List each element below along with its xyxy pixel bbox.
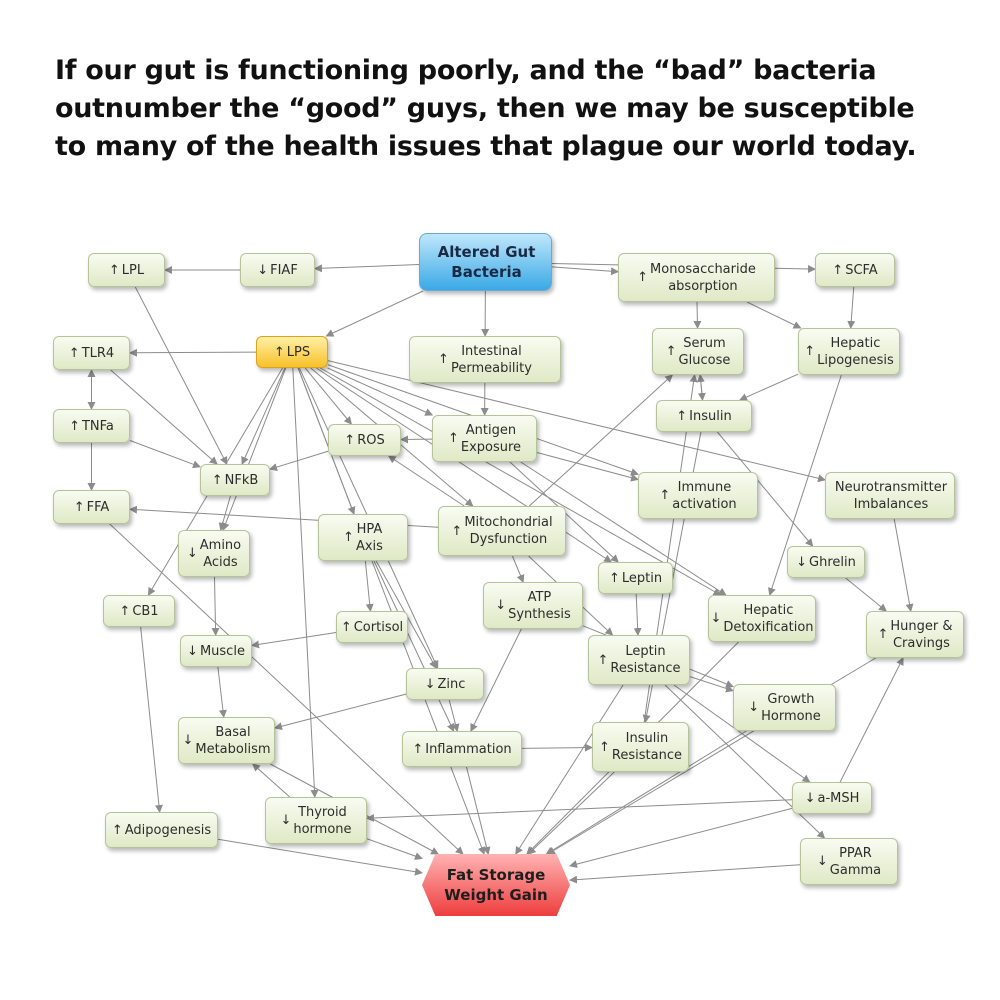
edge-ghrelin-to-hunger	[845, 577, 887, 612]
edge-amsh-to-hunger	[839, 657, 904, 783]
atp-synthesis-node: ↓ATP Synthesis	[483, 582, 583, 629]
lps-node: ↑LPS	[256, 336, 328, 368]
amino-acids-node: ↓Amino Acids	[178, 530, 250, 577]
edge-zinc-to-basal	[274, 693, 407, 731]
edge-lps-to-tlr4	[129, 348, 257, 357]
edge-amsh-to-thyroid	[366, 799, 793, 822]
edge-growth-to-fat	[545, 730, 747, 855]
hepatic-lipogenesis-node: ↑Hepatic Lipogenesis	[798, 328, 900, 375]
edge-scfa-to-hepatic_lipo	[847, 286, 856, 329]
tnfa-node: ↑TNFa	[53, 409, 130, 443]
edge-zinc-to-inflammation	[448, 699, 460, 732]
edge-monosaccharide-to-hepatic_lipo	[746, 301, 802, 329]
intestinal-permeability-node: ↑Intestinal Permeability	[409, 336, 561, 383]
hepatic-detoxification-node: ↓Hepatic Detoxification	[708, 595, 816, 642]
serum-glucose-node: ↑Serum Glucose	[652, 328, 744, 375]
edge-cb1-to-adipogenesis	[140, 626, 163, 813]
edge-antigen-to-immune	[536, 452, 639, 482]
leptin-node: ↑Leptin	[598, 562, 673, 594]
edge-thyroid-to-basal	[252, 763, 291, 798]
fiaf-node: ↓FIAF	[240, 253, 315, 287]
edge-lps-to-thyroid	[292, 367, 319, 798]
basal-metabolism-node: ↓Basal Metabolism	[178, 717, 275, 764]
edge-thyroid-to-fat	[366, 838, 423, 860]
ghrelin-node: ↓Ghrelin	[787, 546, 865, 578]
edge-hepatic_lipo-to-hepatic_detox	[768, 374, 842, 596]
mitochondrial-dysfunction-node: ↑Mitochondrial Dysfunction	[438, 506, 566, 556]
edge-lps-to-antigen	[327, 367, 434, 416]
fat-storage-weight-gain-node: Fat Storage Weight Gain	[422, 854, 570, 916]
edge-insulin-to-ghrelin	[716, 431, 814, 547]
edge-tnfa-to-nfkb	[129, 440, 201, 469]
edge-cortisol-to-muscle	[251, 632, 337, 649]
muscle-node: ↓Muscle	[180, 635, 252, 667]
immune-activation-node: ↑Immune activation	[638, 472, 758, 519]
a-msh-node: ↓a-MSH	[792, 782, 872, 814]
edge-mito-to-serum_glucose	[528, 374, 674, 507]
ppar-gamma-node: ↓PPAR Gamma	[800, 838, 898, 885]
edge-lps-to-hepatic_detox	[319, 367, 722, 596]
edge-leptin_res-to-fat	[515, 684, 624, 855]
leptin-resistance-node: ↑Leptin Resistance	[588, 635, 690, 685]
ros-node: ↑ROS	[328, 424, 401, 456]
edge-atp-to-inflammation	[470, 628, 522, 732]
edge-tlr4-to-nfkb	[110, 369, 218, 465]
nfkb-node: ↑NFkB	[200, 464, 270, 496]
edge-mito-to-ros	[387, 455, 465, 507]
edge-lps-to-amino	[221, 367, 287, 531]
antigen-exposure-node: ↑Antigen Exposure	[432, 415, 537, 462]
edge-altered_gut-to-monosaccharide	[551, 266, 619, 276]
adipogenesis-node: ↑Adipogenesis	[105, 812, 218, 848]
zinc-node: ↓Zinc	[406, 668, 484, 700]
edge-lpl-to-nfkb	[134, 286, 228, 465]
edge-ppar-to-fat	[569, 864, 801, 884]
edge-inflammation-to-insulin_res	[521, 743, 593, 752]
edge-lps-to-nfkb	[241, 367, 286, 465]
insulin-node: ↑Insulin	[656, 400, 752, 432]
edge-inflammation-to-fat	[466, 766, 491, 855]
thyroid-hormone-node: ↓Thyroid hormone	[265, 797, 367, 844]
edge-leptin_res-to-growth	[689, 676, 734, 693]
edge-altered_gut-to-fiaf	[314, 264, 420, 273]
edge-neuro-to-hunger	[893, 518, 914, 612]
edge-amsh-to-fat	[569, 807, 793, 868]
hunger-cravings-node: ↑Hunger & Cravings	[866, 611, 964, 658]
cortisol-node: ↑Cortisol	[336, 611, 408, 643]
edge-lps-to-ros	[304, 367, 352, 425]
lpl-node: ↑LPL	[88, 253, 165, 287]
edge-ros-to-nfkb	[269, 450, 329, 471]
neurotransmitter-imbalances-node: Neurotransmitter Imbalances	[825, 472, 955, 519]
tlr4-node: ↑TLR4	[53, 336, 130, 370]
edge-adipogenesis-to-fat	[217, 838, 423, 876]
edge-hepatic_lipo-to-insulin	[739, 373, 799, 401]
edge-insulin-to-serum_glucose	[696, 374, 705, 401]
caption-text: If our gut is functioning poorly, and th…	[55, 55, 917, 162]
edge-insulin_res-to-fat	[527, 771, 615, 855]
edge-altered_gut-to-lps	[325, 290, 424, 337]
edge-antigen-to-hepatic_detox	[520, 461, 727, 596]
edge-amino-to-muscle	[211, 576, 220, 636]
monosaccharide-absorption-node: ↑Monosaccharide absorption	[618, 253, 775, 302]
altered-gut-bacteria-node: Altered Gut Bacteria	[419, 233, 552, 291]
edge-hpa-to-inflammation	[373, 560, 455, 732]
edge-monosaccharide-to-serum_glucose	[693, 301, 702, 329]
inflammation-node: ↑Inflammation	[402, 731, 522, 767]
edge-muscle-to-basal	[217, 666, 227, 718]
hpa-axis-node: ↑HPA Axis	[318, 514, 408, 561]
edge-nfkb-to-amino	[218, 495, 231, 531]
edge-hpa-to-cortisol	[364, 560, 374, 612]
scfa-node: ↑SCFA	[815, 253, 895, 287]
ffa-node: ↑FFA	[53, 490, 130, 524]
edge-mito-to-atp	[511, 555, 525, 583]
edge-leptin-to-leptin_res	[633, 593, 642, 636]
growth-hormone-node: ↓Growth Hormone	[733, 684, 836, 731]
insulin-resistance-node: ↑Insulin Resistance	[592, 722, 689, 772]
edge-ffa-to-fat	[109, 523, 464, 855]
cb1-node: ↑CB1	[103, 595, 175, 627]
